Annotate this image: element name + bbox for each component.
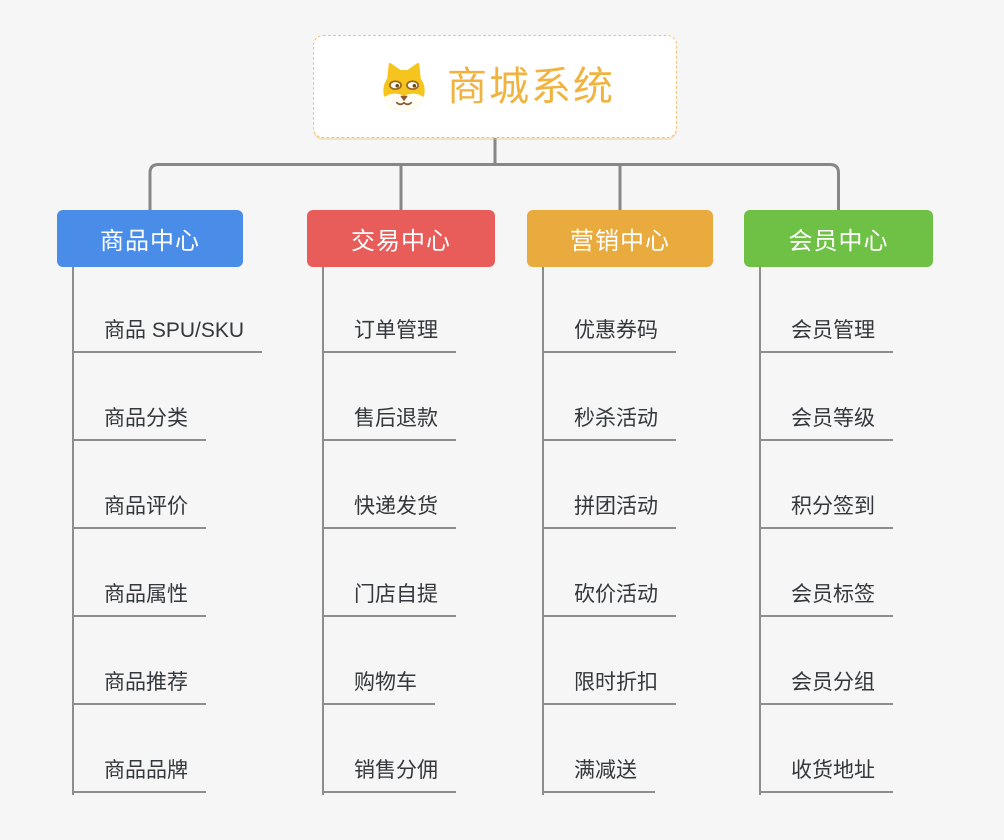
branch-node-label: 会员中心 [788,228,889,255]
leaf-node[interactable]: 会员等级 [759,404,893,441]
leaf-node[interactable]: 砍价活动 [542,580,676,617]
leaf-node[interactable]: 优惠券码 [542,316,676,353]
leaf-node[interactable]: 商品评价 [72,492,206,529]
leaf-node[interactable]: 限时折扣 [542,668,676,705]
leaf-node[interactable]: 快递发货 [322,492,456,529]
leaf-node[interactable]: 满减送 [542,756,655,793]
leaf-node[interactable]: 积分签到 [759,492,893,529]
leaf-node[interactable]: 商品分类 [72,404,206,441]
leaf-node[interactable]: 商品属性 [72,580,206,617]
leaf-node[interactable]: 商品品牌 [72,756,206,793]
branch-trunk-line [759,267,761,795]
branch-node-label: 交易中心 [351,228,451,255]
leaf-node[interactable]: 商品推荐 [72,668,206,705]
dog-face-icon [383,62,425,111]
leaf-node[interactable]: 收货地址 [759,756,893,793]
branch-node-label: 营销中心 [570,228,670,255]
branch-node-label: 商品中心 [100,228,200,255]
leaf-node[interactable]: 秒杀活动 [542,404,676,441]
leaf-node[interactable]: 订单管理 [322,316,456,353]
branch-node-2[interactable]: 交易中心 [307,210,495,267]
root-node-title: 商城系统 [447,64,615,109]
leaf-node[interactable]: 商品 SPU/SKU [72,316,263,353]
leaf-node[interactable]: 会员分组 [759,668,893,705]
leaf-node[interactable]: 售后退款 [322,404,456,441]
leaf-node[interactable]: 门店自提 [322,580,456,617]
branch-trunk-line [542,267,544,795]
leaf-node[interactable]: 拼团活动 [542,492,676,529]
branch-node-4[interactable]: 会员中心 [744,210,933,267]
branch-trunk-line [322,267,324,795]
branch-trunk-line [72,267,74,795]
leaf-node[interactable]: 销售分佣 [322,756,456,793]
branch-node-1[interactable]: 商品中心 [57,210,243,267]
leaf-node[interactable]: 购物车 [322,668,435,705]
branch-node-3[interactable]: 营销中心 [527,210,713,267]
leaf-node[interactable]: 会员管理 [759,316,893,353]
leaf-node[interactable]: 会员标签 [759,580,893,617]
root-node[interactable]: 商城系统 [313,35,677,138]
